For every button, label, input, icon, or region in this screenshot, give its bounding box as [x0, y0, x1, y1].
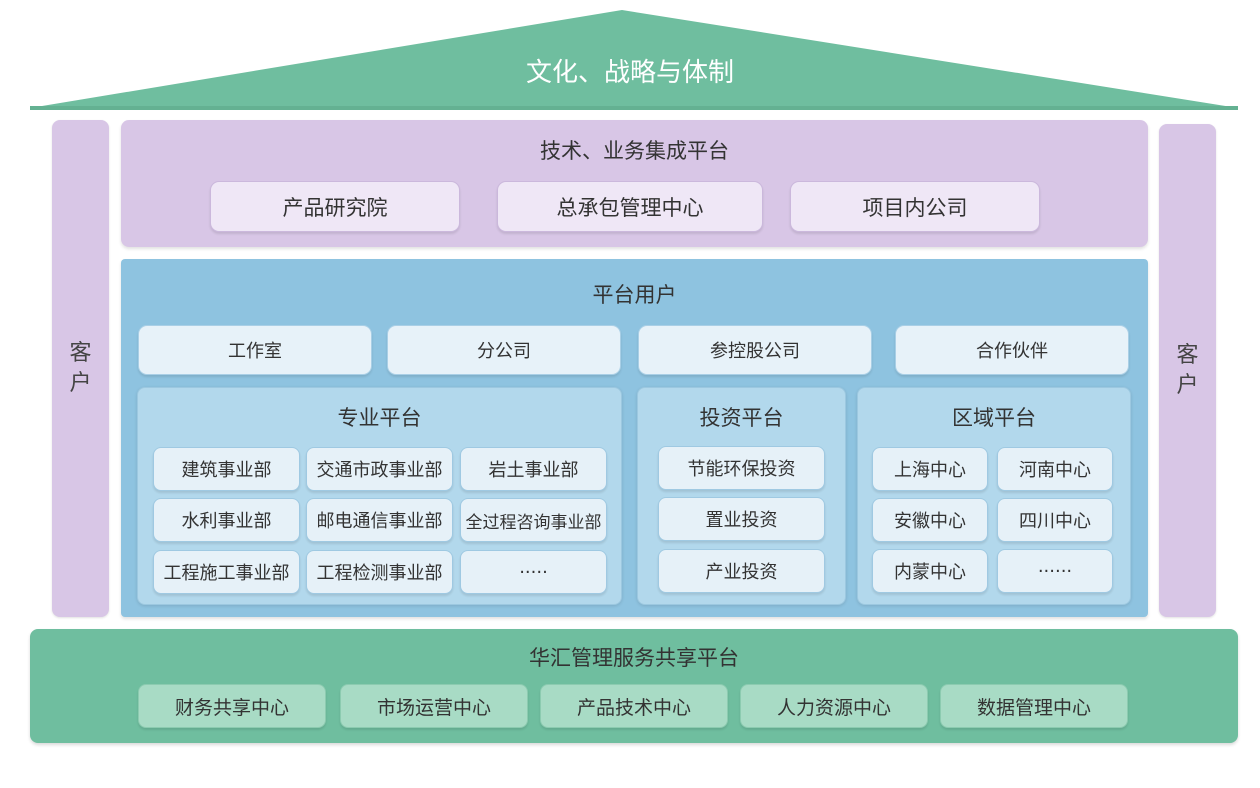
- dept-construction: 工程施工事业部: [153, 550, 300, 594]
- shared-finance: 财务共享中心: [138, 684, 326, 728]
- dept-architecture: 建筑事业部: [153, 447, 300, 491]
- user-partner: 合作伙伴: [895, 325, 1129, 375]
- roof-shape: [30, 10, 1238, 110]
- region-anhui: 安徽中心: [872, 498, 988, 542]
- invest-energy: 节能环保投资: [658, 446, 825, 490]
- roof-title: 文化、战略与体制: [525, 57, 734, 88]
- dept-water: 水利事业部: [153, 498, 300, 542]
- shared-product-tech: 产品技术中心: [540, 684, 728, 728]
- tech-item-project-company: 项目内公司: [790, 181, 1040, 232]
- dept-geotechnical: 岩土事业部: [460, 447, 607, 491]
- tech-platform-title: 技术、业务集成平台: [540, 139, 729, 163]
- region-more: ······: [997, 549, 1113, 593]
- user-studio: 工作室: [138, 325, 372, 375]
- customer-right-char-1: 客: [1176, 342, 1199, 368]
- region-neimeng: 内蒙中心: [872, 549, 988, 593]
- region-sichuan: 四川中心: [997, 498, 1113, 542]
- professional-platform-title: 专业平台: [337, 406, 422, 430]
- customer-bar-left: 客 户: [52, 120, 109, 617]
- invest-realestate: 置业投资: [658, 497, 825, 541]
- platform-users-title: 平台用户: [592, 283, 677, 307]
- region-henan: 河南中心: [997, 447, 1113, 491]
- tech-item-epc-center: 总承包管理中心: [497, 181, 763, 232]
- dept-consulting: 全过程咨询事业部: [460, 498, 607, 542]
- dept-transport: 交通市政事业部: [306, 447, 453, 491]
- user-branch: 分公司: [387, 325, 621, 375]
- tech-item-product-institute: 产品研究院: [210, 181, 460, 232]
- shared-platform-title: 华汇管理服务共享平台: [529, 646, 739, 670]
- shared-hr: 人力资源中心: [740, 684, 928, 728]
- dept-inspection: 工程检测事业部: [306, 550, 453, 594]
- customer-right-char-2: 户: [1176, 372, 1199, 398]
- investment-platform-title: 投资平台: [699, 406, 784, 430]
- shared-market: 市场运营中心: [340, 684, 528, 728]
- regional-platform-title: 区域平台: [952, 406, 1036, 430]
- customer-bar-right: 客 户: [1159, 124, 1216, 617]
- customer-left-char-1: 客: [69, 340, 92, 366]
- invest-industry: 产业投资: [658, 549, 825, 593]
- region-shanghai: 上海中心: [872, 447, 988, 491]
- customer-left-char-2: 户: [69, 370, 92, 396]
- dept-telecom: 邮电通信事业部: [306, 498, 453, 542]
- user-holding: 参控股公司: [638, 325, 872, 375]
- shared-data: 数据管理中心: [940, 684, 1128, 728]
- dept-more: ·····: [460, 550, 607, 594]
